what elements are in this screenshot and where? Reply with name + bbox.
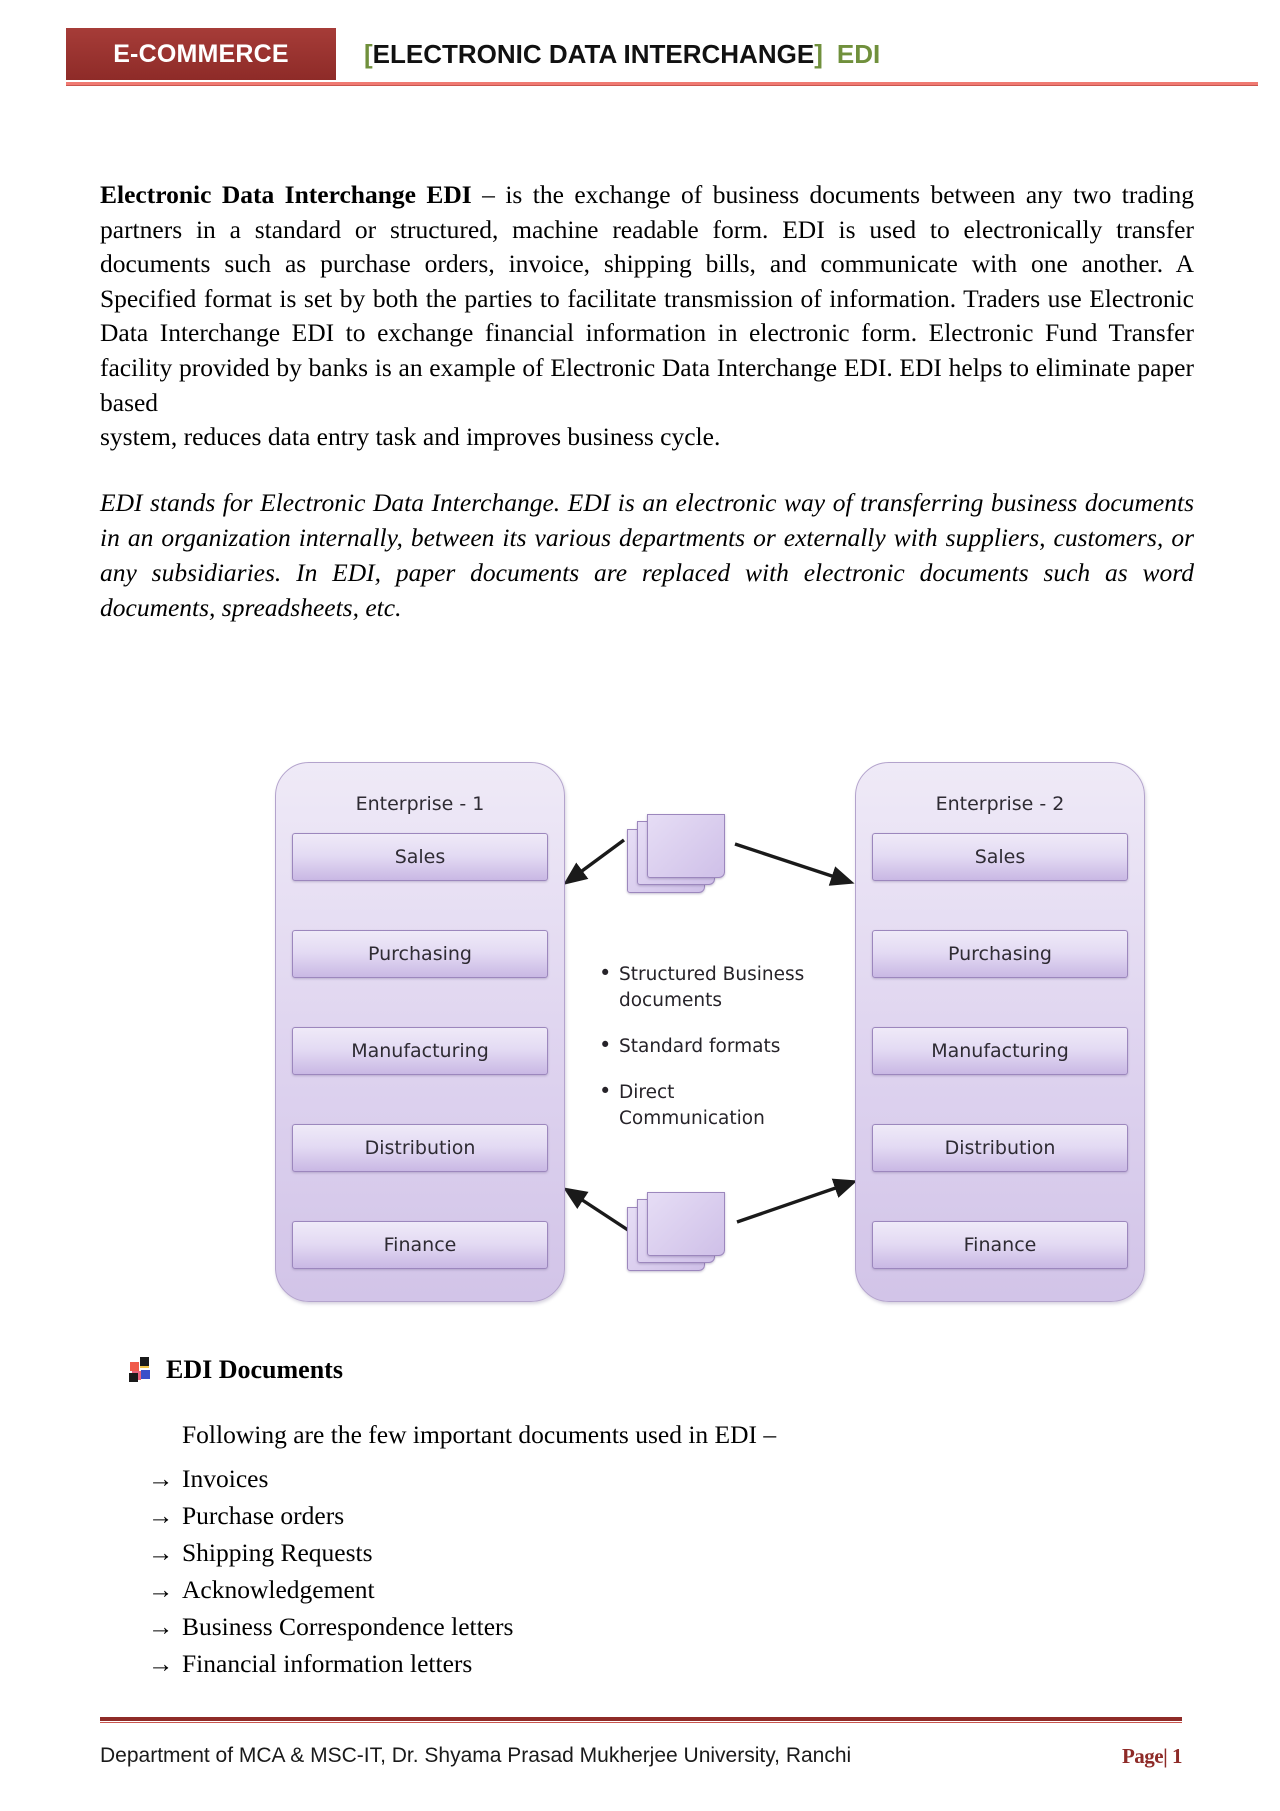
list-item-label: Purchase orders	[182, 1501, 345, 1530]
paragraph-edi-stands-for: EDI stands for Electronic Data Interchan…	[100, 487, 1194, 622]
header-divider-secondary	[66, 85, 1258, 86]
enterprise-1-dept-finance: Finance	[292, 1221, 548, 1269]
arrow-top-right	[734, 842, 855, 886]
edi-diagram: Enterprise - 1 Sales Purchasing Manufact…	[275, 762, 1145, 1322]
list-item-label: Invoices	[182, 1464, 269, 1493]
list-item: → Invoices	[148, 1460, 848, 1497]
enterprise-2-title: Enterprise - 2	[935, 793, 1065, 815]
paragraph-lead-term: Electronic Data Interchange EDI	[100, 180, 472, 209]
enterprise-1-box: Enterprise - 1 Sales Purchasing Manufact…	[275, 762, 565, 1302]
paragraph-definition: Electronic Data Interchange EDI – is the…	[100, 178, 1194, 420]
section-lead-text: Following are the few important document…	[182, 1420, 777, 1449]
list-item-label: Acknowledgement	[182, 1575, 375, 1604]
enterprise-2-dept-purchasing: Purchasing	[872, 930, 1128, 978]
footer-divider-secondary	[100, 1722, 1182, 1723]
list-item-label: Business Correspondence letters	[182, 1612, 514, 1641]
page-footer: Department of MCA & MSC-IT, Dr. Shyama P…	[100, 1736, 1183, 1776]
enterprise-1-dept-purchasing: Purchasing	[292, 930, 548, 978]
list-item-label: Shipping Requests	[182, 1538, 373, 1567]
enterprise-1-title: Enterprise - 1	[355, 793, 485, 815]
center-bullet-structured-documents: Structured Business documents	[595, 960, 825, 1014]
enterprise-2-box: Enterprise - 2 Sales Purchasing Manufact…	[855, 762, 1145, 1302]
header-inner: E-COMMERCE [ELECTRONIC DATA INTERCHANGE]…	[66, 28, 1258, 80]
header-badge-ecommerce: E-COMMERCE	[66, 28, 336, 80]
list-item: → Shipping Requests	[148, 1534, 848, 1571]
arrow-icon: →	[148, 1464, 174, 1493]
arrow-icon: →	[148, 1501, 174, 1530]
list-item: → Acknowledgement	[148, 1571, 848, 1608]
header-bracket-open: [	[364, 38, 373, 69]
enterprise-1-dept-manufacturing: Manufacturing	[292, 1027, 548, 1075]
center-bullet-standard-formats: Standard formats	[595, 1032, 825, 1060]
documents-stack-top-icon	[627, 814, 725, 893]
arrow-icon: →	[148, 1649, 174, 1678]
enterprise-2-dept-sales: Sales	[872, 833, 1128, 881]
pinwheel-icon	[129, 1357, 152, 1382]
enterprise-2-dept-distribution: Distribution	[872, 1124, 1128, 1172]
list-item: → Purchase orders	[148, 1497, 848, 1534]
arrow-bottom-right	[736, 1178, 858, 1224]
list-item-label: Financial information letters	[182, 1649, 473, 1678]
arrow-bottom-left	[563, 1187, 632, 1234]
footer-department-text: Department of MCA & MSC-IT, Dr. Shyama P…	[100, 1744, 852, 1767]
footer-page-number: Page| 1	[1121, 1743, 1183, 1768]
documents-stack-bottom-icon	[627, 1192, 725, 1271]
page-header: E-COMMERCE [ELECTRONIC DATA INTERCHANGE]…	[0, 0, 1280, 100]
center-bullet-direct-communication: Direct Communication	[595, 1078, 825, 1132]
header-edi-label: EDI	[836, 38, 881, 69]
edi-documents-list: → Invoices → Purchase orders → Shipping Req…	[148, 1460, 848, 1682]
section-heading-edi-documents: EDI Documents	[129, 1355, 343, 1385]
document-sheet	[647, 1192, 725, 1256]
header-divider	[66, 82, 1258, 85]
document-body: Electronic Data Interchange EDI – is the…	[100, 178, 1194, 625]
document-sheet	[647, 814, 725, 878]
arrow-top-left	[563, 838, 626, 885]
header-bracket-close: ]	[814, 38, 823, 69]
page-title: ELECTRONIC DATA INTERCHANGE	[372, 38, 815, 69]
section-heading-label: EDI Documents	[166, 1355, 343, 1384]
paragraph-definition-text: – is the exchange of business documents …	[100, 180, 1194, 417]
list-item: → Financial information letters	[148, 1645, 848, 1682]
arrow-icon: →	[148, 1575, 174, 1604]
diagram-center-bullets: Structured Business documents Standard f…	[595, 960, 825, 1152]
arrow-icon: →	[148, 1612, 174, 1641]
arrow-icon: →	[148, 1538, 174, 1567]
enterprise-2-dept-finance: Finance	[872, 1221, 1128, 1269]
enterprise-1-dept-sales: Sales	[292, 833, 548, 881]
enterprise-1-dept-distribution: Distribution	[292, 1124, 548, 1172]
enterprise-2-dept-manufacturing: Manufacturing	[872, 1027, 1128, 1075]
list-item: → Business Correspondence letters	[148, 1608, 848, 1645]
header-title-group: [ELECTRONIC DATA INTERCHANGE] EDI	[336, 28, 880, 80]
footer-divider	[100, 1717, 1182, 1721]
paragraph-definition-tail: system, reduces data entry task and impr…	[100, 422, 721, 452]
